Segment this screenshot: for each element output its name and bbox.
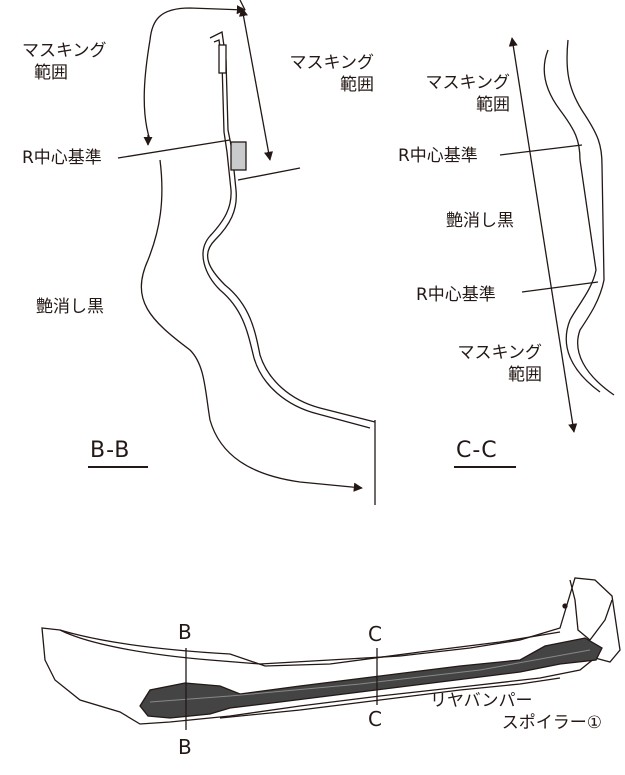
cc-r-center-upper-label: R中心基準	[398, 146, 478, 166]
cc-r-center-upper-leader	[499, 144, 583, 156]
bb-masking-left-label: マスキング 範囲	[22, 40, 107, 84]
bb-flange-line	[237, 167, 301, 181]
bb-r-center-leader	[117, 139, 231, 159]
cc-panel-inner	[566, 39, 615, 396]
bb-masking-arc	[143, 5, 246, 141]
bumper-drawing	[41, 577, 621, 730]
cc-matte-black-label: 艶消し黒	[446, 211, 514, 231]
bb-panel-inner	[202, 39, 371, 429]
bb-masking-left-line1: マスキング	[22, 41, 107, 61]
cut-c-bottom-label: C	[368, 707, 382, 731]
cc-section-underline	[454, 466, 516, 468]
bb-tape-upper	[218, 44, 227, 74]
part-name-line2: スポイラー①	[501, 713, 602, 733]
bb-wall	[239, 0, 246, 11]
cut-b-bottom-label: B	[178, 735, 192, 759]
bb-lower-envelope	[140, 159, 363, 492]
cc-panel-outer	[543, 49, 601, 393]
bb-masking-right-line2: 範囲	[340, 75, 374, 95]
cc-masking-bottom-line2: 範囲	[508, 365, 542, 385]
cut-c-top-label: C	[368, 622, 382, 646]
part-name-line1: リヤバンパー	[430, 691, 533, 711]
cc-section-title: C-C	[456, 438, 498, 463]
bb-tape-lower	[230, 141, 247, 171]
cc-masking-top-line2: 範囲	[476, 95, 510, 115]
bb-masking-right-line1: マスキング	[289, 53, 375, 73]
cc-masking-top-line1: マスキング	[425, 73, 511, 93]
bb-section-drawing	[117, 0, 376, 505]
bb-section-underline	[88, 466, 148, 468]
bb-panel-outer	[206, 31, 376, 423]
bb-r-center-label: R中心基準	[22, 148, 102, 168]
bumper-right-corner	[569, 579, 613, 641]
cc-r-center-lower-label: R中心基準	[416, 285, 496, 305]
cut-b-top-label: B	[178, 620, 192, 644]
cc-r-center-lower-leader	[521, 281, 599, 293]
part-name-label: リヤバンパー スポイラー①	[430, 690, 602, 734]
bumper-lower-lip	[219, 677, 561, 719]
cc-masking-top-label: マスキング 範囲	[390, 72, 511, 116]
cc-section-drawing	[499, 37, 615, 433]
bb-masking-right-label: マスキング 範囲	[262, 52, 375, 96]
spoiler-stripe	[149, 649, 591, 703]
bumper-mount-hole	[562, 603, 568, 609]
bb-masking-left-line2: 範囲	[34, 63, 68, 83]
cc-masking-bottom-label: マスキング 範囲	[420, 342, 543, 386]
bumper-top-edge	[59, 629, 561, 667]
spoiler-band	[139, 637, 603, 719]
bb-section-title: B-B	[90, 438, 131, 463]
bb-right-masking-arrow	[239, 7, 273, 161]
cc-masking-bottom-line1: マスキング	[457, 343, 543, 363]
cc-main-arrow	[508, 37, 578, 433]
bb-matte-black-label: 艶消し黒	[36, 297, 104, 317]
